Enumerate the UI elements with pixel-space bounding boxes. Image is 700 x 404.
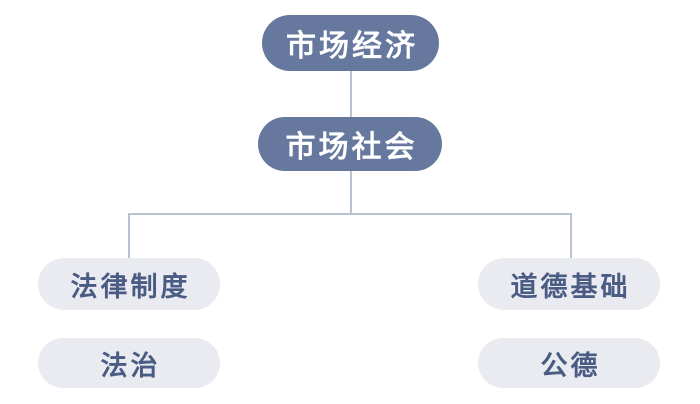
connector-drop-left	[128, 213, 130, 259]
connector-root-to-level2	[350, 69, 352, 118]
node-market-society-label: 市场社会	[285, 131, 418, 164]
connector-level2-stem	[350, 170, 352, 215]
node-public-morality: 公德	[478, 338, 660, 388]
connector-horizontal-branch	[128, 213, 572, 215]
node-market-society: 市场社会	[258, 117, 442, 171]
node-legal-system-label: 法律制度	[70, 271, 191, 302]
node-moral-foundation-label: 道德基础	[510, 271, 631, 302]
node-moral-foundation: 道德基础	[478, 258, 660, 310]
node-legal-system: 法律制度	[38, 258, 220, 310]
node-public-morality-label: 公德	[540, 350, 601, 381]
node-market-economy-label: 市场经济	[286, 30, 418, 63]
node-market-economy: 市场经济	[262, 15, 439, 71]
connector-drop-right	[570, 213, 572, 259]
node-rule-of-law-label: 法治	[100, 350, 161, 381]
node-rule-of-law: 法治	[38, 338, 220, 388]
